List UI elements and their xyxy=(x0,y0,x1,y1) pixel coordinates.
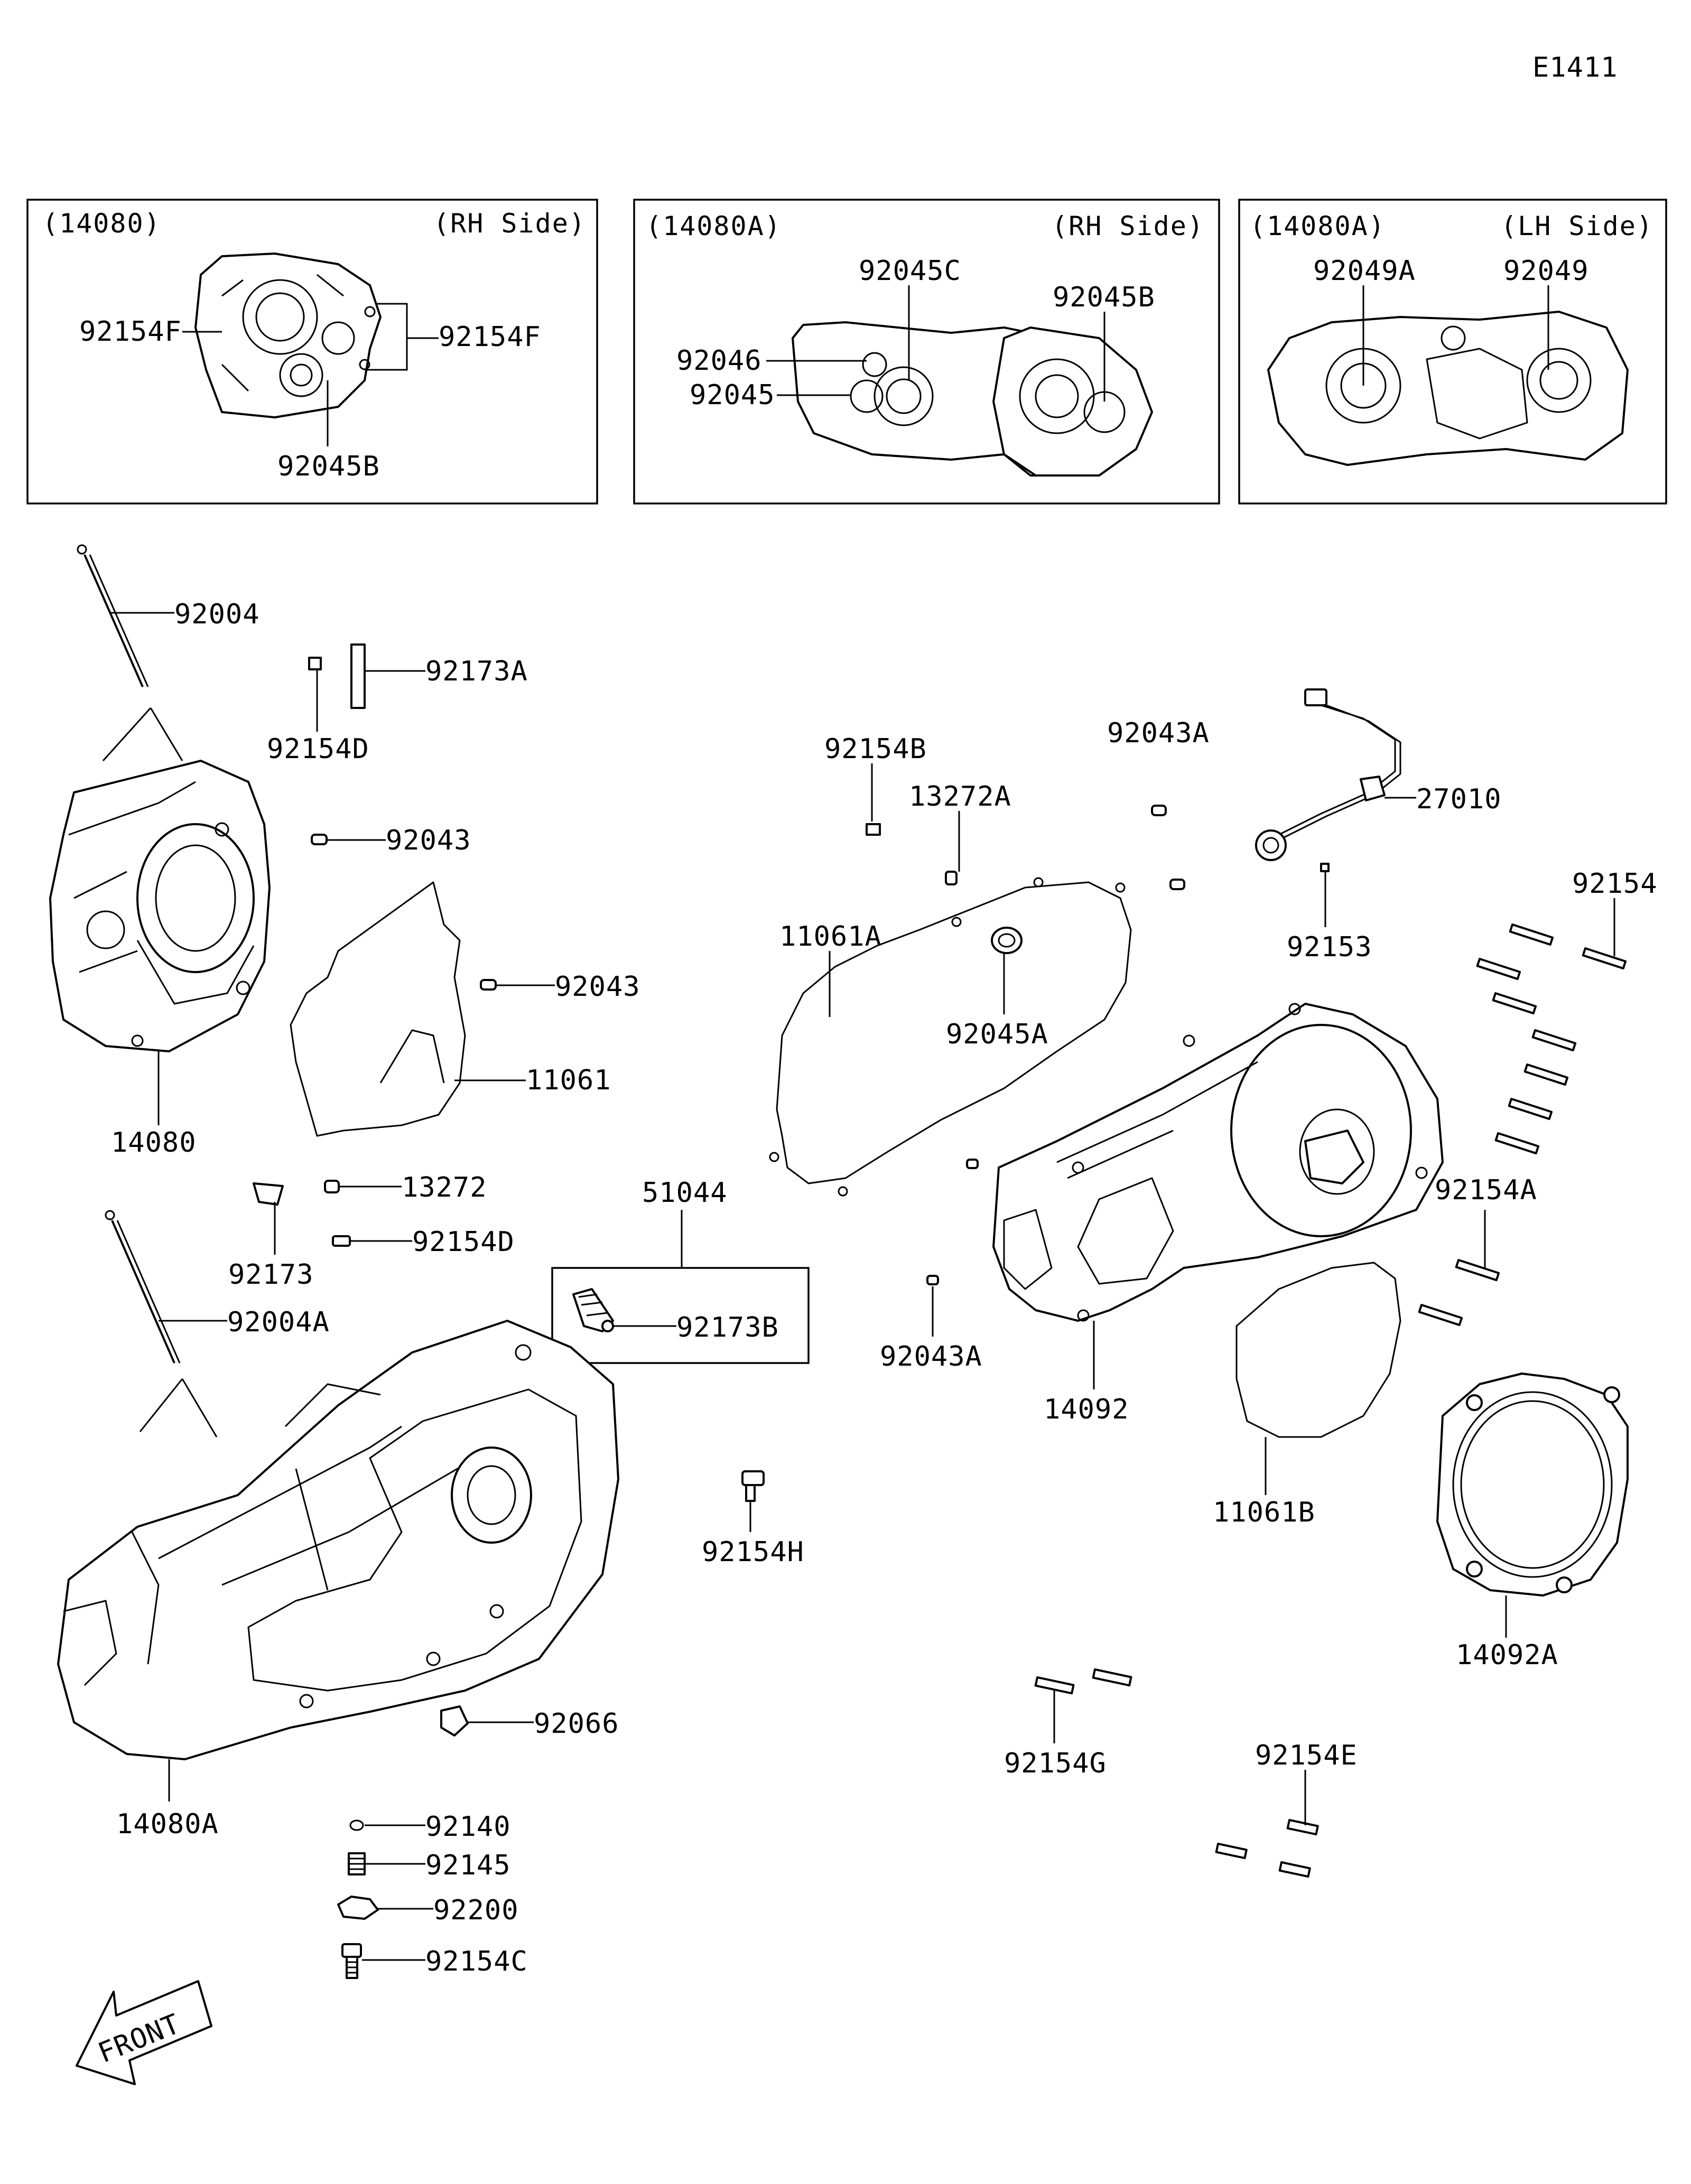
plug-92154C: 92154C xyxy=(341,1943,528,1979)
inset-14080-rh: (14080) (RH Side) 92154F 92154F 92045B xyxy=(26,199,598,505)
bolt-92154B: 92154B xyxy=(824,733,927,836)
front-arrow: FRONT xyxy=(76,1980,212,2085)
bolts-92154A: 92154A xyxy=(1418,1174,1537,1327)
label-92154B: 92154B xyxy=(824,733,927,765)
label-92154C: 92154C xyxy=(425,1946,528,1977)
label-92154H: 92154H xyxy=(702,1536,804,1568)
label-92154D-b: 92154D xyxy=(412,1226,515,1258)
part-92173: 92173 xyxy=(228,1182,314,1291)
bracket-92173A: 92173A xyxy=(350,643,528,709)
label-92173B: 92173B xyxy=(676,1312,779,1343)
pin-92043A-b: 92043A xyxy=(880,1159,982,1373)
label-14092: 14092 xyxy=(1044,1394,1129,1425)
sensor-27010: 27010 xyxy=(1255,688,1502,861)
label-14092A: 14092A xyxy=(1456,1639,1558,1671)
cover-14092A: 14092A xyxy=(1436,1373,1629,1671)
gasket-11061B: 11061B xyxy=(1213,1262,1401,1528)
kit-51044: 51044 92173B xyxy=(551,1177,810,1364)
label-92153: 92153 xyxy=(1287,931,1372,963)
label-92154D-a: 92154D xyxy=(267,733,369,765)
inset-code: (14080) xyxy=(42,208,161,239)
label-11061: 11061 xyxy=(526,1065,611,1096)
pin-92043A-a: 92043A xyxy=(1107,717,1210,890)
bolts-92154G: 92154G xyxy=(1004,1668,1132,1779)
inset-14080A-lh: (14080A) (LH Side) 92049A 92049 xyxy=(1238,199,1667,505)
label-92004: 92004 xyxy=(174,599,260,630)
label-92045B-a: 92045B xyxy=(277,451,380,482)
label-92043-a: 92043 xyxy=(386,825,471,856)
crankcase-rh-14080A-inset-drawing xyxy=(792,321,1153,477)
label-92043A-a: 92043A xyxy=(1107,717,1210,749)
label-92200: 92200 xyxy=(433,1894,519,1926)
inset-code: (14080A) xyxy=(1250,211,1386,241)
inset-14080A-rh: (14080A) (RH Side) 92045C 92045B 92046 9… xyxy=(633,199,1220,505)
label-92173: 92173 xyxy=(228,1259,314,1291)
label-92154A: 92154A xyxy=(1435,1174,1537,1206)
bolts-92154E: 92154E xyxy=(1215,1740,1358,1878)
label-92145: 92145 xyxy=(425,1850,511,1881)
inset-side: (LH Side) xyxy=(1501,211,1653,241)
screen-92200: 92200 xyxy=(337,1894,519,1926)
gasket-11061A: 11061A xyxy=(769,877,1132,1197)
crankcase-rh-inset-drawing xyxy=(194,253,382,418)
part-92153: 92153 xyxy=(1287,863,1372,963)
seal-92045A: 92045A xyxy=(946,927,1048,1050)
label-92140: 92140 xyxy=(425,1811,511,1843)
pin-92043-a: 92043 xyxy=(311,825,471,856)
part-13272: 13272 xyxy=(324,1172,487,1203)
crankcase-14080: 14080 xyxy=(49,760,271,1159)
gasket-11061: 11061 xyxy=(290,881,611,1137)
oring-92140: 92140 xyxy=(349,1811,511,1843)
label-27010: 27010 xyxy=(1416,783,1502,815)
bolt-92154D-a: 92154D xyxy=(267,657,369,765)
pin-92043-b: 92043 xyxy=(480,971,640,1003)
bolt-92154H: 92154H xyxy=(702,1470,804,1568)
inset-side: (RH Side) xyxy=(1052,211,1204,241)
label-11061B: 11061B xyxy=(1213,1497,1315,1528)
crankcase-lh-14080A-inset-drawing xyxy=(1267,311,1629,466)
label-92004A: 92004A xyxy=(227,1306,330,1338)
label-13272A: 13272A xyxy=(909,781,1011,813)
label-14080: 14080 xyxy=(111,1127,197,1159)
inset-frame xyxy=(633,199,1220,505)
label-51044: 51044 xyxy=(642,1177,728,1209)
label-92045A: 92045A xyxy=(946,1019,1048,1050)
crankcase-14080A: 14080A xyxy=(57,1320,619,1840)
rod-92004: 92004 xyxy=(77,544,260,762)
cover-14092: 14092 xyxy=(992,1003,1444,1425)
part-13272A: 13272A xyxy=(909,781,1011,885)
label-92046: 92046 xyxy=(676,345,762,377)
inset-frame xyxy=(26,199,598,505)
inset-code: (14080A) xyxy=(646,211,782,241)
spring-92145: 92145 xyxy=(348,1850,511,1881)
plug-92066: 92066 xyxy=(440,1705,619,1740)
label-13272: 13272 xyxy=(402,1172,487,1203)
label-92154G: 92154G xyxy=(1004,1748,1107,1779)
label-92154E: 92154E xyxy=(1255,1740,1358,1771)
label-92049A: 92049A xyxy=(1313,255,1416,287)
inset-side: (RH Side) xyxy=(433,208,586,239)
inset-frame xyxy=(1238,199,1667,505)
label-92045C: 92045C xyxy=(859,255,961,287)
label-92049: 92049 xyxy=(1503,255,1589,287)
label-92043-b: 92043 xyxy=(555,971,640,1003)
label-11061A: 11061A xyxy=(779,921,882,953)
label-92154F-a: 92154F xyxy=(439,321,541,353)
label-92154: 92154 xyxy=(1572,868,1658,900)
bolt-92154D-b: 92154D xyxy=(332,1226,515,1258)
label-14080A: 14080A xyxy=(116,1808,219,1840)
diagram-code: E1411 xyxy=(1532,52,1618,83)
label-92154F-b: 92154F xyxy=(79,316,182,348)
label-92045B-b: 92045B xyxy=(1053,282,1155,313)
rod-92004A: 92004A xyxy=(105,1210,330,1438)
label-92173A: 92173A xyxy=(425,656,528,687)
bolts-92154: 92154 xyxy=(1476,868,1658,1155)
label-92045: 92045 xyxy=(690,379,775,411)
label-92066: 92066 xyxy=(534,1708,619,1740)
label-92043A-b: 92043A xyxy=(880,1341,982,1373)
